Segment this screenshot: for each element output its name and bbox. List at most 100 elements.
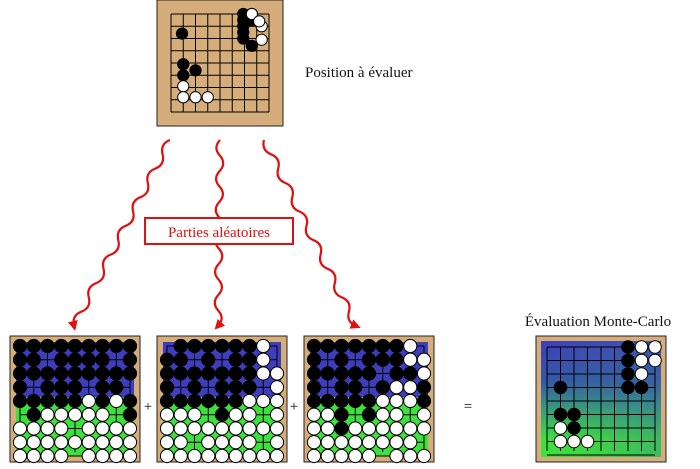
black-stone [242,352,257,367]
white-stone [403,435,418,450]
black-stone [553,407,568,422]
white-stone [306,407,322,422]
black-stone [348,380,363,395]
black-stone [26,352,41,367]
black-stone [201,393,216,409]
white-stone [256,448,271,464]
white-stone [553,421,568,435]
black-stone [26,407,41,422]
white-stone [255,33,268,46]
white-stone [95,407,110,422]
black-stone [334,338,349,354]
black-stone [109,366,124,381]
white-stone [334,448,349,464]
black-stone [159,393,175,409]
black-stone [361,352,377,367]
black-stone [12,352,28,367]
black-stone [95,393,110,409]
black-stone [228,380,243,395]
white-stone [256,393,271,409]
white-stone [269,380,285,395]
black-stone [12,338,28,354]
white-stone [242,435,257,450]
white-stone [40,448,55,464]
white-stone [177,80,190,93]
white-stone [81,448,96,464]
black-stone [12,380,28,395]
black-stone [159,352,175,367]
white-stone [416,421,432,436]
white-stone [269,421,285,436]
white-stone [269,393,285,409]
black-stone [214,407,230,422]
white-stone [320,435,335,450]
white-stone [12,435,28,450]
white-stone [256,338,271,354]
white-stone [187,448,202,464]
black-stone [175,27,189,40]
wavy-arrow [67,138,171,331]
white-stone [648,353,662,368]
black-stone [187,338,202,354]
white-stone [67,435,83,450]
white-stone [306,435,322,450]
white-stone [634,367,649,381]
black-stone [334,407,349,422]
white-stone [187,421,202,436]
white-stone [173,435,188,450]
white-stone [553,434,568,449]
black-stone [361,393,377,409]
black-stone [242,380,257,395]
white-stone [416,352,432,367]
white-stone [40,421,55,436]
black-stone [201,366,216,381]
black-stone [67,338,83,354]
white-stone [228,407,243,422]
black-stone [12,366,28,381]
white-stone [26,448,41,464]
black-stone [54,352,69,367]
white-stone [389,380,404,395]
white-stone [228,435,243,450]
black-stone [389,366,404,381]
black-stone [306,393,322,409]
random-games-box [144,217,294,245]
white-stone [187,407,202,422]
white-stone [95,421,110,436]
black-stone [54,338,69,354]
black-stone [122,338,138,354]
white-stone [109,448,124,464]
black-stone [214,338,230,354]
black-stone [173,393,188,409]
white-stone [242,393,257,409]
white-stone [348,421,363,436]
white-stone [201,448,216,464]
white-stone [214,448,230,464]
black-stone [26,338,41,354]
white-stone [67,407,83,422]
black-stone [334,366,349,381]
black-stone [177,58,190,71]
white-stone [12,448,28,464]
black-stone [81,352,96,367]
white-stone [269,448,285,464]
playout-board-3 [303,335,435,464]
white-stone [95,435,110,450]
white-stone [256,352,271,367]
black-stone [361,407,377,422]
black-stone [348,338,363,354]
black-stone [159,366,175,381]
black-stone [54,393,69,409]
white-stone [159,435,175,450]
white-stone [634,340,649,354]
white-stone [375,421,390,436]
black-stone [361,338,377,354]
black-stone [242,366,257,381]
white-stone [242,407,257,422]
white-stone [375,393,390,409]
white-stone [269,366,285,381]
white-stone [306,448,322,464]
white-stone [375,407,390,422]
